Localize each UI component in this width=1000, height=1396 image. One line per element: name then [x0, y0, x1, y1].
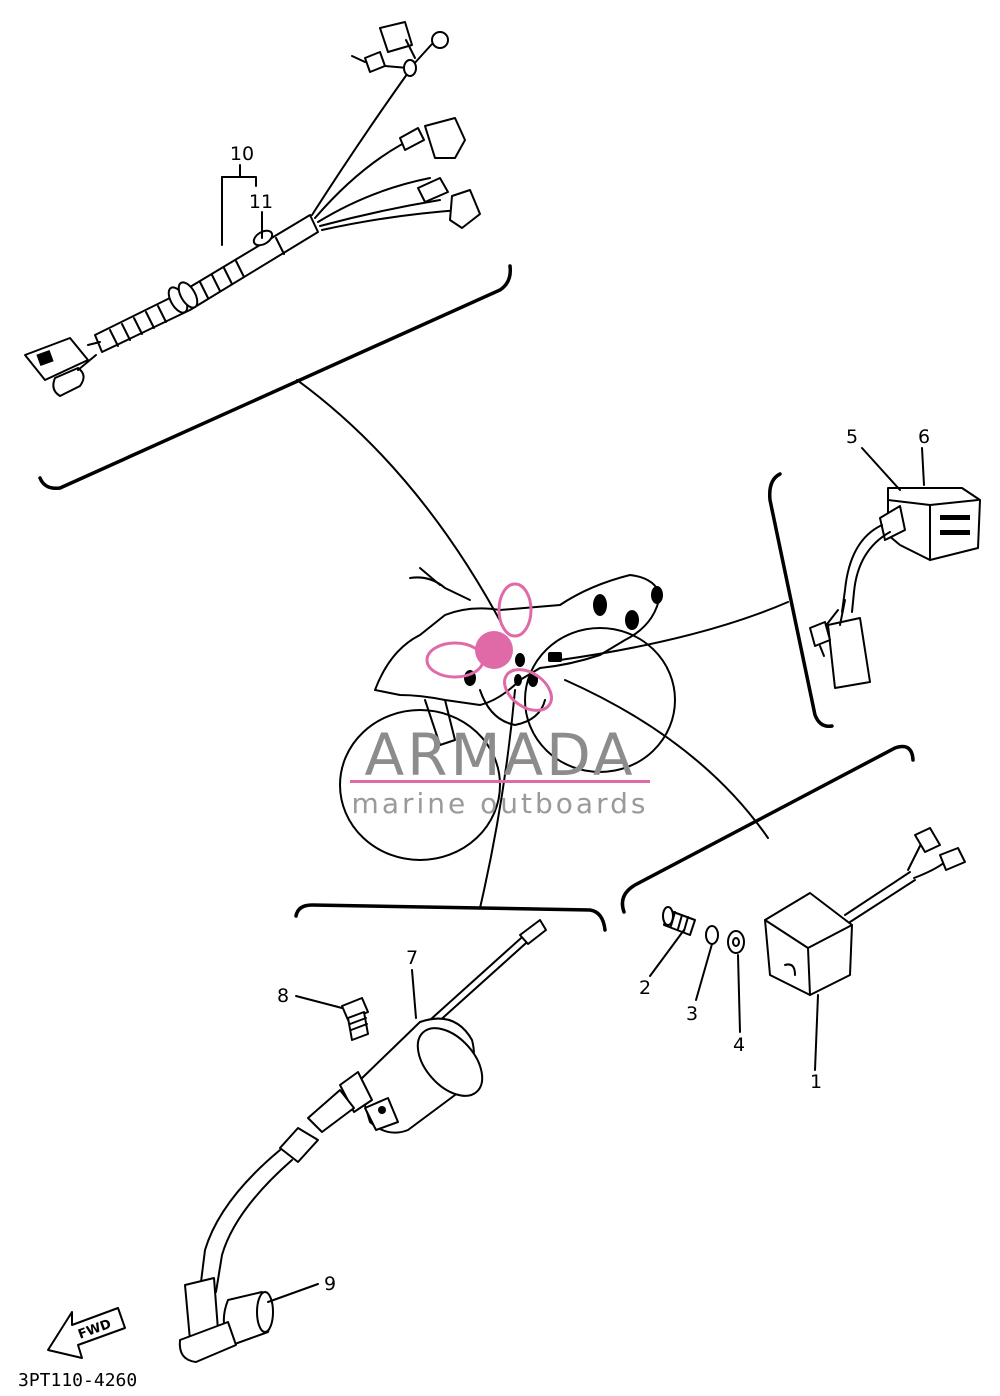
- callout-labels: 1 2 3 4 5 6 7 8 9 10 11: [230, 143, 930, 1295]
- group-bracket-coil: [294, 689, 607, 932]
- leader-lines: [221, 164, 925, 1303]
- watermark-tagline: marine outboards: [352, 787, 649, 820]
- callout-6: 6: [918, 426, 930, 448]
- mounting-hardware: [662, 906, 745, 954]
- relay-unit: [809, 487, 981, 689]
- drawing-code: 3PT110-4260: [18, 1370, 137, 1391]
- watermark-propeller-logo: [425, 582, 553, 712]
- watermark: ARMADA marine outboards: [350, 582, 650, 820]
- callout-3: 3: [686, 1003, 698, 1025]
- callout-1: 1: [810, 1071, 822, 1093]
- group-bracket-harness: [38, 264, 513, 631]
- callout-5: 5: [846, 426, 858, 448]
- coil-mounting-bolt: [341, 997, 369, 1041]
- callout-4: 4: [733, 1034, 745, 1056]
- ignition-coil: [184, 919, 547, 1361]
- callout-2: 2: [639, 977, 651, 999]
- group-bracket-cdi: [564, 679, 915, 914]
- callout-8: 8: [277, 985, 289, 1007]
- watermark-rule: [350, 780, 650, 783]
- cdi-unit: [764, 827, 966, 996]
- callout-9: 9: [324, 1273, 336, 1295]
- wire-harness: [24, 21, 481, 397]
- callout-10: 10: [230, 143, 254, 165]
- group-bracket-relay: [559, 472, 834, 729]
- callout-11: 11: [249, 191, 273, 213]
- callout-7: 7: [406, 947, 418, 969]
- forward-direction-arrow: FWD: [47, 1307, 126, 1359]
- watermark-brand: ARMADA: [364, 721, 635, 789]
